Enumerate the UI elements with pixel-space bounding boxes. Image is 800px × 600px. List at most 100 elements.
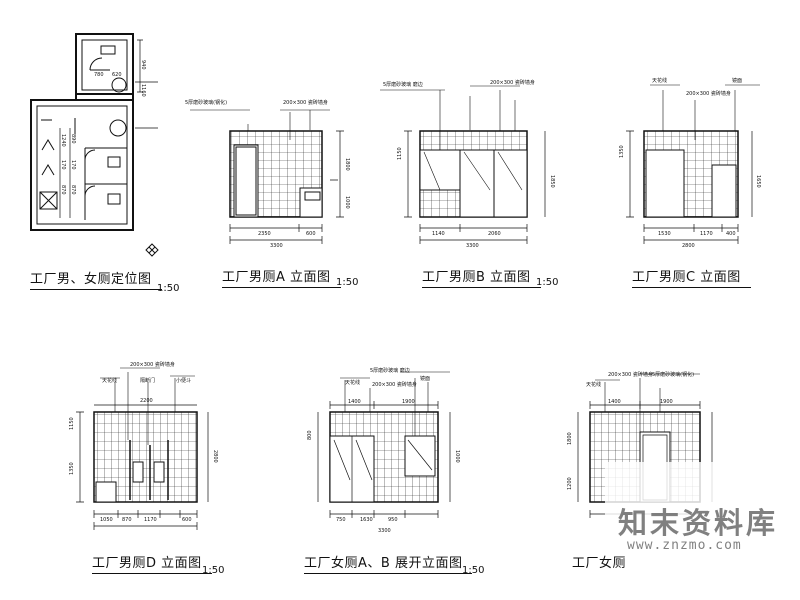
plan-dim-w4: 870 [70, 185, 76, 195]
elev-fc-callout-note: 5厚磨砂玻璃(钢化) [652, 371, 694, 378]
elevation-female-ab [317, 371, 451, 518]
elev-d-dim-4: 600 [182, 517, 192, 523]
scale-elev-female-ab: 1:50 [462, 565, 485, 576]
elev-fab-callout-tile: 200×300 瓷砖墙身 [372, 381, 417, 388]
title-plan-underline [30, 289, 162, 290]
elev-fab-dim-side-1: 800 [307, 430, 313, 440]
elevation-c-labels: 天花线 200×300 瓷砖墙身 镜面 1530 1170 400 2800 1… [619, 77, 761, 249]
elev-fab-dim-2: 1630 [360, 517, 373, 523]
elev-d-dim-2: 870 [122, 517, 132, 523]
elev-b-dim-side-1: 1150 [397, 147, 403, 160]
elev-d-dim-top: 2200 [140, 398, 153, 404]
plan-dim-n1: 780 [94, 72, 104, 78]
elev-fab-dim-side-2: 1000 [454, 450, 460, 463]
floor-plan [30, 33, 159, 257]
elev-c-callout-ceiling: 天花线 [652, 77, 667, 84]
elev-d-dim-side-1: 1150 [69, 417, 75, 430]
elev-c-dim-2: 1170 [700, 231, 713, 237]
elev-fab-callout-note: 5厚磨砂玻璃 磨边 [370, 367, 410, 374]
elev-d-dim-side-2: 1350 [69, 462, 75, 475]
plan-dim-w3: 870 [60, 185, 66, 195]
elevation-d-labels: 200×300 瓷砖墙身 天花线 隔断门 小便斗 2200 1050 870 1… [69, 361, 218, 523]
title-elev-c: 工厂男厕C 立面图 [632, 266, 751, 288]
watermark-backdrop [605, 462, 800, 600]
plan-dimension-labels: 780 620 940 1160 1240 890 170 170 870 87… [60, 60, 146, 195]
elev-d-callout-ceiling: 天花线 [102, 377, 117, 384]
title-elev-d: 工厂男厕D 立面图 [92, 552, 212, 574]
elev-c-callout-tile: 200×300 瓷砖墙身 [686, 90, 731, 97]
elev-fab-dim-top-1: 1400 [348, 399, 361, 405]
title-elev-female-ab: 工厂女厕A、B 展开立面图 [304, 552, 473, 574]
elev-a-callout-note: 5厚磨砂玻璃(钢化) [185, 99, 227, 106]
plan-dim-n2: 620 [112, 72, 122, 78]
title-elev-b-underline [422, 287, 541, 288]
elevation-female-ab-labels: 5厚磨砂玻璃 磨边 200×300 瓷砖墙身 天花线 镜面 1400 1900 … [307, 367, 460, 534]
elev-a-callout-tile: 200×300 瓷砖墙身 [283, 99, 328, 106]
title-elev-a-text: 工厂男厕A 立面图 [222, 270, 331, 285]
title-plan: 工厂男、女厕定位图 [30, 268, 162, 290]
elevation-d [76, 367, 209, 530]
elev-a-dim-2: 600 [306, 231, 316, 237]
elev-a-dim-side-2: 1000 [344, 196, 350, 209]
elev-fab-dim-3: 950 [388, 517, 398, 523]
title-elev-c-underline [632, 287, 751, 288]
title-elev-female-c-text: 工厂女厕 [572, 556, 627, 571]
watermark-url: www.znzmo.com [627, 538, 742, 553]
title-elev-a-underline [222, 287, 341, 288]
plan-dim-w1: 170 [60, 160, 66, 170]
scale-plan: 1:50 [157, 283, 180, 294]
title-elev-female-ab-underline [304, 573, 473, 574]
elev-c-dim-total: 2800 [682, 243, 695, 249]
plan-dim-n6: 890 [70, 134, 76, 144]
elev-fc-callout-ceiling: 天花线 [586, 381, 601, 388]
elev-a-dim-1: 2350 [258, 231, 271, 237]
elev-fc-dim-top-1: 1400 [608, 399, 621, 405]
title-plan-text: 工厂男、女厕定位图 [30, 272, 152, 287]
elev-d-callout-urinal: 小便斗 [176, 377, 191, 384]
elev-b-dim-side-2: 1850 [549, 175, 555, 188]
elev-b-dim-2: 2060 [488, 231, 501, 237]
elev-fab-dim-total: 3300 [378, 528, 391, 534]
elev-d-dim-side-3: 2800 [212, 450, 218, 463]
title-elev-a: 工厂男厕A 立面图 [222, 266, 341, 288]
plan-dim-w2: 170 [70, 160, 76, 170]
elev-d-dim-1: 1050 [100, 517, 113, 523]
watermark-brand: 知末资料库 [618, 506, 779, 540]
title-elev-b: 工厂男厕B 立面图 [422, 266, 541, 288]
title-elev-b-text: 工厂男厕B 立面图 [422, 270, 531, 285]
elev-c-dim-side-2: 1650 [755, 175, 761, 188]
elevation-female-c-labels: 200×300 瓷砖墙身 5厚磨砂玻璃(钢化) 天花线 1400 1900 18… [567, 371, 694, 490]
elev-a-dim-total: 3300 [270, 243, 283, 249]
plan-dim-n3: 940 [140, 60, 146, 70]
elev-b-dim-total: 3300 [466, 243, 479, 249]
elev-fab-callout-mirror: 镜面 [420, 375, 430, 382]
elev-b-callout-note: 5厚磨砂玻璃 磨边 [383, 81, 423, 88]
elev-c-dim-1: 1530 [658, 231, 671, 237]
elevation-b [380, 85, 546, 244]
title-elev-d-underline [92, 573, 212, 574]
elev-fc-dim-side-1: 1800 [567, 432, 573, 445]
elev-d-dim-3: 1170 [144, 517, 157, 523]
title-elev-c-text: 工厂男厕C 立面图 [632, 270, 741, 285]
elev-fab-dim-1: 750 [336, 517, 346, 523]
plan-dim-n5: 1240 [60, 134, 66, 147]
plan-dim-n4: 1160 [140, 84, 146, 97]
title-elev-d-text: 工厂男厕D 立面图 [92, 556, 202, 571]
elev-fc-callout-tile: 200×300 瓷砖墙身 [608, 371, 653, 378]
elev-fab-callout-ceiling: 天花线 [345, 379, 360, 386]
elevation-b-labels: 5厚磨砂玻璃 磨边 200×300 瓷砖墙身 1140 2060 3300 11… [383, 79, 555, 249]
scale-elev-b: 1:50 [536, 277, 559, 288]
elevation-a-labels: 5厚磨砂玻璃(钢化) 200×300 瓷砖墙身 2350 600 3300 18… [185, 99, 350, 249]
elev-fc-dim-top-2: 1900 [660, 399, 673, 405]
elev-b-dim-1: 1140 [432, 231, 445, 237]
elev-c-dim-side-1: 1350 [619, 145, 625, 158]
elev-d-callout-tile: 200×300 瓷砖墙身 [130, 361, 175, 368]
elevation-c [626, 84, 760, 244]
elev-b-callout-tile: 200×300 瓷砖墙身 [490, 79, 535, 86]
elevation-a [190, 109, 344, 244]
title-elev-female-ab-text: 工厂女厕A、B 展开立面图 [304, 556, 463, 571]
elev-fab-dim-top-2: 1900 [402, 399, 415, 405]
elev-d-callout-partition: 隔断门 [140, 377, 155, 384]
elev-c-callout-mirror: 镜面 [732, 77, 742, 84]
